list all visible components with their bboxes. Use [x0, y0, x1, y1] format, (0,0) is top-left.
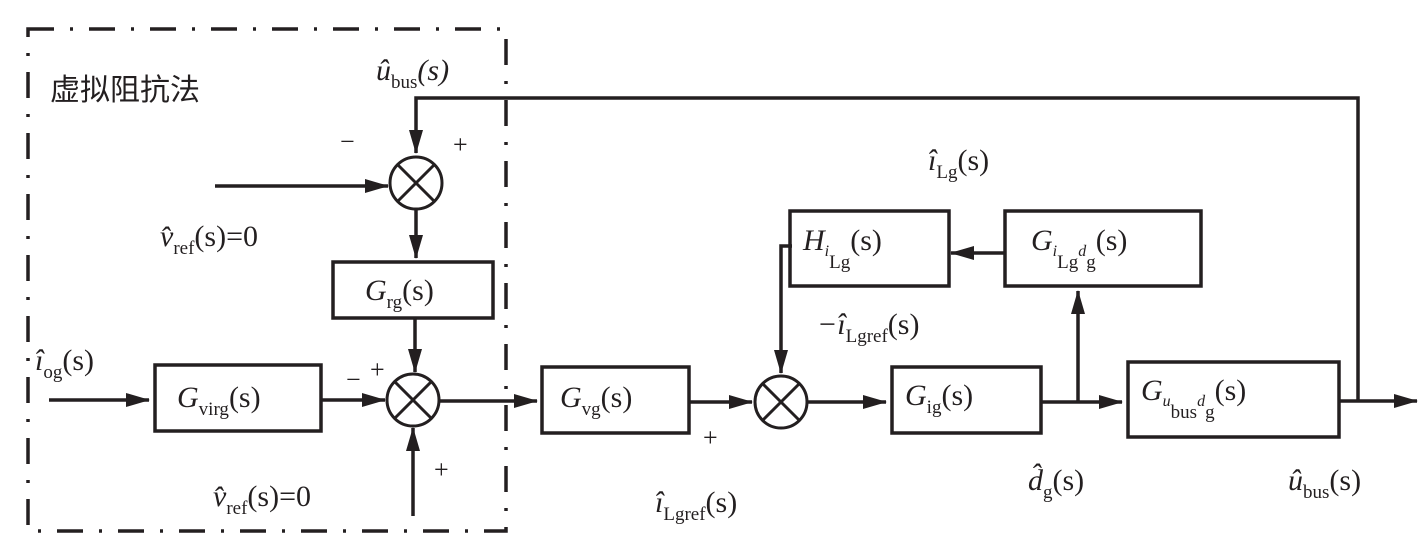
signal-u-bus-top: ûbus(s): [376, 54, 449, 93]
sign-sum1-left: −: [340, 127, 355, 156]
region-title: 虚拟阻抗法: [50, 73, 200, 108]
sign-sum2-bottom: +: [434, 455, 449, 484]
block-g-ig-label: Gig(s): [905, 379, 973, 418]
signal-u-bus-out: ûbus(s): [1288, 464, 1361, 503]
summing-junction-1: [388, 155, 444, 211]
hilg-to-sum3-wire: [774, 244, 792, 374]
signal-i-og: îog(s): [35, 344, 94, 383]
block-g-ubus-dg: [1126, 360, 1341, 439]
sign-sum2-left: −: [346, 365, 361, 394]
signal-v-ref-bottom: v̂ref(s)=0: [213, 480, 311, 519]
block-g-ubus-dg-label: Gubusdg(s): [1141, 374, 1246, 423]
block-g-virg-label: Gvirg(s): [177, 381, 261, 420]
signal-i-lgref: îLgref(s): [655, 486, 737, 525]
summing-junction-3: [753, 374, 809, 430]
signal-neg-i-lgref: −îLgref(s): [817, 308, 919, 347]
bus-voltage-feedback-wire: [409, 96, 1360, 400]
signal-i-lg: îLg(s): [928, 144, 989, 183]
block-g-rg-label: Grg(s): [365, 274, 434, 313]
signal-d-g: d̂g(s): [1028, 463, 1084, 503]
block-h-ilg: [788, 209, 951, 288]
virtual-impedance-region-border: [26, 27, 508, 533]
block-g-ig: [890, 365, 1043, 435]
block-h-ilg-label: HiLg(s): [802, 224, 882, 273]
block-g-ilg-dg-label: GiLgdg(s): [1031, 224, 1127, 273]
sign-sum1-top: +: [453, 130, 468, 159]
block-g-ilg-dg: [1003, 209, 1203, 288]
summing-junction-2: [385, 372, 441, 428]
sign-sum3-bottom: +: [703, 423, 718, 452]
block-g-rg: [331, 260, 495, 320]
signal-v-ref-top: v̂ref(s)=0: [160, 220, 258, 259]
block-g-virg: [153, 363, 323, 433]
sign-sum2-top: +: [370, 355, 385, 384]
block-g-vg: [540, 365, 691, 435]
block-g-vg-label: Gvg(s): [560, 381, 632, 420]
